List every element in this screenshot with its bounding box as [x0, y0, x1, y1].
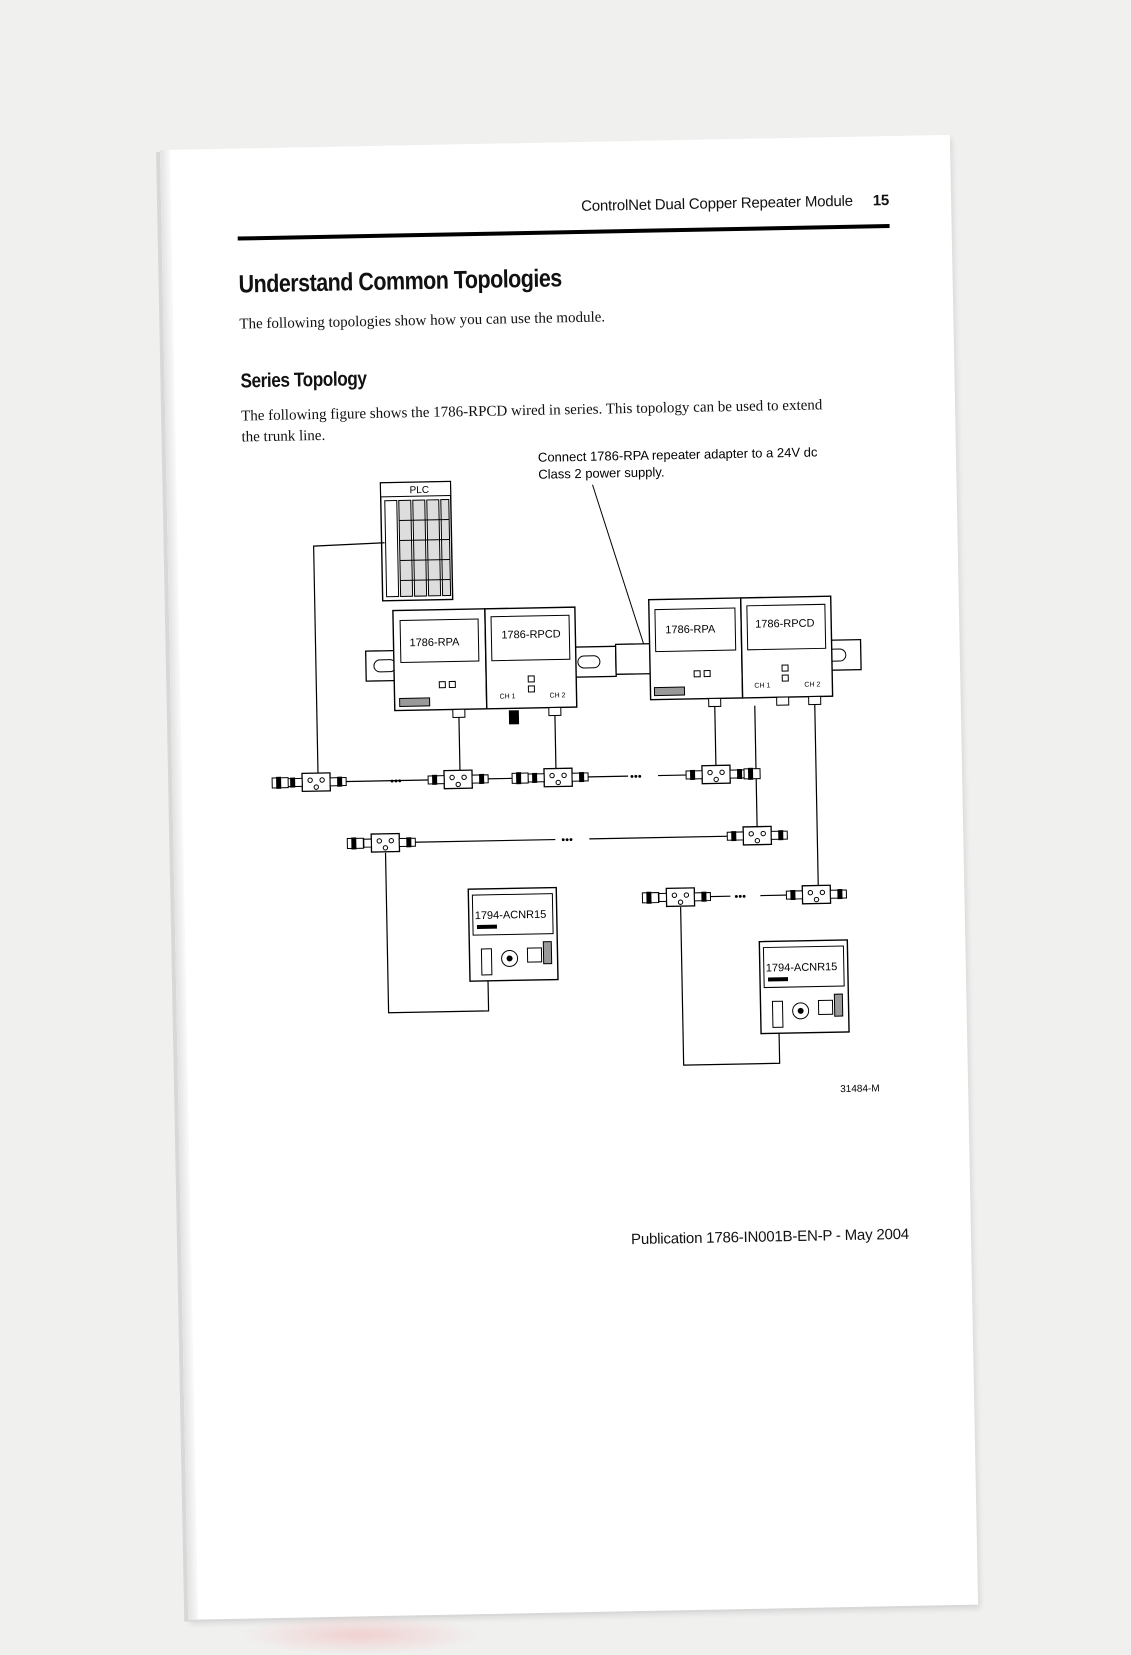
- trunk-ellipsis-3: •••: [561, 834, 573, 846]
- figure-id: 31484-M: [840, 1083, 880, 1095]
- rpa-module-left: 1786-RPA: [392, 608, 488, 718]
- trunk-ellipsis-4: •••: [734, 891, 746, 903]
- ch2-label-right: CH 2: [804, 681, 820, 688]
- ch1-label-right: CH 1: [754, 682, 770, 689]
- plc-chassis: PLC: [379, 480, 454, 602]
- rpcd-label-left: 1786-RPCD: [501, 628, 561, 641]
- acnr-label-left: 1794-ACNR15: [475, 909, 547, 922]
- tap-5: [354, 832, 417, 854]
- callout-line-1: Connect 1786-RPA repeater adapter to a 2…: [538, 444, 818, 464]
- trunk-ellipsis-2: •••: [630, 771, 642, 783]
- section-intro: The following topologies show how you ca…: [239, 309, 606, 333]
- tap-1: [285, 771, 347, 793]
- plc-label: PLC: [409, 485, 429, 496]
- header-rule: [237, 224, 890, 241]
- rpcd-label-right: 1786-RPCD: [755, 618, 815, 631]
- acnr-label-right: 1794-ACNR15: [766, 961, 838, 974]
- tap-3: [527, 767, 589, 788]
- header-title: ControlNet Dual Copper Repeater Module: [581, 192, 854, 215]
- acnr-module-left: 1794-ACNR15: [467, 886, 559, 982]
- rpcd-module-left: 1786-RPCD CH 1 CH 2: [484, 606, 578, 725]
- acnr-module-right: 1794-ACNR15: [758, 939, 850, 1035]
- section-heading: Understand Common Topologies: [238, 264, 562, 299]
- tap-8: [785, 884, 848, 905]
- ch1-label-left: CH 1: [499, 693, 515, 700]
- rpa-label-left: 1786-RPA: [409, 636, 460, 649]
- terminator-4: [346, 836, 364, 851]
- publication-footer: Publication 1786-IN001B-EN-P - May 2004: [630, 1225, 910, 1249]
- terminator-1: [271, 776, 289, 790]
- document-page: ControlNet Dual Copper Repeater Module 1…: [160, 134, 979, 1620]
- subsection-heading: Series Topology: [240, 368, 367, 393]
- ch2-label-left: CH 2: [549, 692, 565, 699]
- rpcd-module-right: 1786-RPCD CH 1 CH 2: [739, 595, 834, 706]
- tap-2: [427, 769, 489, 790]
- series-topology-diagram: Connect 1786-RPA repeater adapter to a 2…: [271, 444, 880, 1095]
- subsection-body: The following figure shows the 1786-RPCD…: [240, 397, 823, 446]
- running-header: ControlNet Dual Copper Repeater Module 1…: [581, 192, 889, 215]
- tap-6: [726, 825, 789, 846]
- tap-4: [685, 764, 747, 785]
- rpa-module-right: 1786-RPA: [648, 597, 744, 708]
- page-number: 15: [872, 192, 890, 210]
- terminator-2: [511, 771, 529, 785]
- callout-line-2: Class 2 power supply.: [538, 464, 664, 481]
- terminator-5: [641, 891, 660, 905]
- tap-7: [649, 886, 712, 908]
- trunk-ellipsis-1: •••: [390, 775, 402, 787]
- terminator-3: [743, 767, 761, 781]
- rpa-label-right: 1786-RPA: [665, 623, 716, 636]
